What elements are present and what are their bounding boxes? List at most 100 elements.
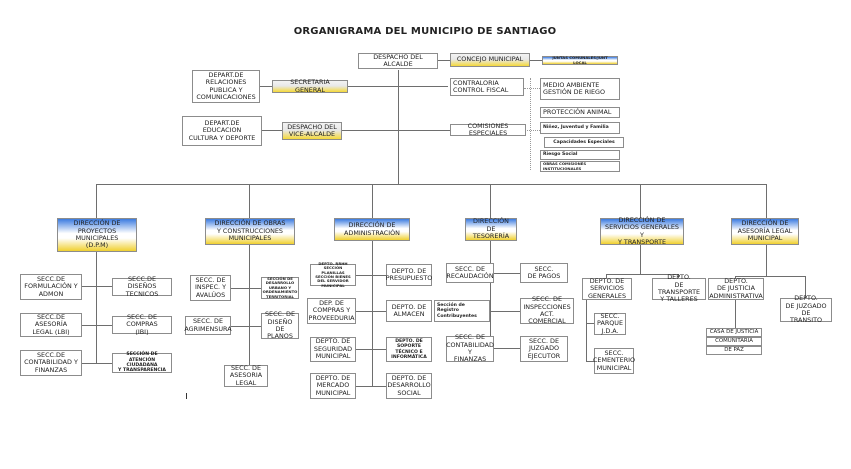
page-title: ORGANIGRAMA DEL MUNICIPIO DE SANTIAGO — [293, 26, 557, 37]
connector-line — [606, 274, 607, 278]
connector-line — [82, 325, 112, 326]
connector-line — [372, 241, 373, 387]
connector-line — [530, 78, 531, 170]
box-committee-medio-ambiente: MEDIO AMBIENTE GESTIÓN DE RIEGO — [540, 78, 620, 100]
box-contraloria: CONTRALORIA CONTROL FISCAL — [450, 78, 524, 96]
pen-mark — [186, 393, 187, 399]
box-direccion-asesoria-legal: DIRECCIÓN DE ASESORÍA LEGAL MUNICIPAL — [731, 218, 799, 245]
box-committee-capacidades: Capacidades Especiales — [544, 137, 624, 148]
box-secc-atencion-ciudadana: SECCIÓN DE ATENCIÓN CIUDADANA Y TRANSPAR… — [112, 352, 172, 373]
connector-line — [586, 300, 587, 362]
box-comisiones-especiales: COMISIONES ESPECIALES — [450, 122, 526, 137]
box-depto-transporte-talleres: DEPTO. DE TRANSPORTE Y TALLERES — [652, 274, 706, 303]
connector-line — [249, 184, 250, 218]
box-despacho-alcalde: DESPACHO DEL ALCALDE — [358, 53, 438, 69]
box-secc-asesoria-legal-dpm: SECC.DE ASESORÍA LEGAL (LBI) — [20, 313, 82, 337]
connector-line — [472, 273, 520, 274]
box-depart-relaciones: DEPART.DE RELACIONES PUBLICA Y COMUNICAC… — [192, 70, 260, 103]
connector-line — [490, 184, 491, 218]
box-secc-agrimensura: SECC. DE AGRIMENSURA — [184, 316, 232, 335]
box-direccion-proyectos: DIRECCIÓN DE PROYECTOS MUNICIPALES (D.P.… — [57, 218, 137, 252]
box-committee-obras-comisiones: OBRAS COMISIONES INSTITUCIONALES — [540, 161, 620, 172]
box-depto-servicios-generales: DEPTO. DE SERVICIOS GENERALES — [582, 277, 632, 300]
box-juntas-comunales: JUNTAS COMUNALES/JUNT LOCAL — [542, 55, 618, 65]
box-secc-inspecciones-comercial: SECC. DE INSPECCIONES ACT. COMERCIAL — [520, 296, 574, 325]
box-secc-juzgado-ejecutor: SECC. DE JUZGADO EJECUTOR — [520, 336, 568, 362]
box-committee-ninez: Niñez, Juventud y Familia — [540, 122, 620, 134]
connector-line — [472, 348, 520, 349]
box-secc-pagos: SECC. DE PAGOS — [520, 263, 568, 283]
box-secc-parque: SECC. PARQUE J.D.A. — [594, 312, 626, 335]
box-secc-cementerio: SECC. CEMENTERIO MUNICIPAL — [593, 348, 635, 374]
connector-line — [82, 286, 112, 287]
connector-line — [490, 311, 520, 312]
box-seccion-registro-contribuyentes: Sección de Registro Contribuyentes — [434, 300, 490, 322]
box-depto-juzgado-transito: DEPTO. DE JUZGADO DE TRANSITO — [780, 295, 832, 324]
box-depto-presupuesto: DEPTO. DE PRESUPUESTO — [386, 264, 432, 286]
box-dep-compras: DEP. DE COMPRAS Y PROVEEDURIA — [307, 298, 356, 324]
box-depto-rrhh: DEPTO. RRHH SECCIÓN PLANILLAS SECCIÓN BI… — [310, 261, 356, 287]
connector-line — [260, 86, 272, 87]
connector-line — [766, 184, 767, 218]
box-concejo-municipal: CONCEJO MUNICIPAL — [450, 53, 530, 67]
box-secc-inspec-avaluos: SECC. DE INSPEC. Y AVALÚOS — [190, 275, 231, 301]
box-depto-mercado: DEPTO. DE MERCADO MUNICIPAL — [310, 373, 356, 399]
box-secc-contabilidad-tesoreria: SECC. DE CONTABILIDAD Y FINANZAS — [446, 333, 494, 364]
connector-line — [678, 274, 679, 278]
box-despacho-vicealcalde: DESPACHO DEL VICE-ALCALDE — [282, 122, 342, 140]
box-secc-compras-dpm: SECC. DE COMPRAS (IBI) — [112, 313, 172, 335]
connector-line — [96, 184, 97, 218]
box-secc-recaudacion: SECC. DE RECAUDACIÓN — [446, 263, 494, 283]
connector-line — [805, 276, 806, 298]
connector-line — [348, 86, 448, 87]
connector-line — [490, 241, 491, 349]
box-direccion-administracion: DIRECCIÓN DE ADMINISTRACIÓN — [334, 218, 410, 241]
box-direccion-tesoreria: DIRECCIÓN DE TESORERÍA — [465, 218, 517, 241]
connector-line — [372, 184, 373, 218]
box-secc-disenos-tecnicos: SECC.DE DISEÑOS TECNICOS — [112, 275, 172, 297]
connector-line — [231, 326, 261, 327]
connector-line — [524, 130, 540, 131]
box-secc-contabilidad-dpm: SECC.DE CONTABILIDAD Y FINANZAS — [20, 350, 82, 376]
box-depto-soporte-tecnico: DEPTO. DE SOPORTE TÉCNICO E INFORMÁTICA — [386, 337, 432, 362]
box-de-paz: DE PAZ — [706, 346, 762, 355]
connector-line — [398, 70, 399, 184]
connector-line — [249, 245, 250, 365]
connector-line — [356, 349, 386, 350]
connector-line — [524, 88, 540, 89]
box-secretaria-general: SECRETARIA GENERAL — [272, 78, 348, 93]
box-secc-asesoria-legal-obras: SECC. DE ASESORIA LEGAL — [224, 364, 268, 387]
box-committee-proteccion-animal: PROTECCIÓN ANIMAL — [540, 107, 620, 118]
connector-line — [586, 361, 594, 362]
connector-line — [342, 130, 450, 131]
box-depto-justicia-administrativa: DEPTO. DE JUSTICIA ADMINISTRATIVA — [708, 276, 764, 300]
connector-line — [438, 60, 450, 61]
box-comunitaria: COMUNITARIA — [706, 337, 762, 346]
connector-line — [640, 245, 641, 275]
connector-line — [530, 60, 542, 61]
box-depto-seguridad: DEPTO. DE SEGURIDAD MUNICIPAL — [310, 337, 356, 362]
box-direccion-servicios: DIRECCIÓN DE SERVICIOS GENERALES Y Y TRA… — [600, 216, 684, 246]
box-depto-almacen: DEPTO. DE ALMACEN — [386, 300, 432, 322]
connector-line — [356, 311, 386, 312]
connector-line — [96, 184, 766, 185]
connector-line — [96, 252, 97, 364]
connector-line — [82, 363, 112, 364]
box-secc-diseno-planos: SECC. DE DISEÑO DE PLANOS — [261, 311, 299, 340]
box-secc-formulacion: SECC.DE FORMULACIÓN Y ADMON — [20, 274, 82, 300]
connector-line — [356, 386, 386, 387]
connector-line — [356, 275, 386, 276]
connector-line — [231, 288, 261, 289]
connector-line — [640, 184, 641, 218]
box-casa-justicia: CASA DE JUSTICIA — [706, 328, 762, 337]
box-secc-desarrollo-urbano: SECCIÓN DE DESARROLLO URBANO Y ORDENAMIE… — [261, 276, 299, 299]
connector-line — [262, 130, 282, 131]
connector-line — [766, 245, 767, 277]
connector-line — [586, 323, 594, 324]
connector-line — [606, 274, 678, 275]
box-committee-riesgo-social: Riesgo Social — [540, 150, 620, 160]
box-depto-desarrollo-social: DEPTO. DE DESARROLLO SOCIAL — [386, 373, 432, 399]
connector-line — [735, 276, 805, 277]
box-direccion-obras: DIRECCIÓN DE OBRAS Y CONSTRUCCIONES MUNI… — [205, 218, 295, 245]
